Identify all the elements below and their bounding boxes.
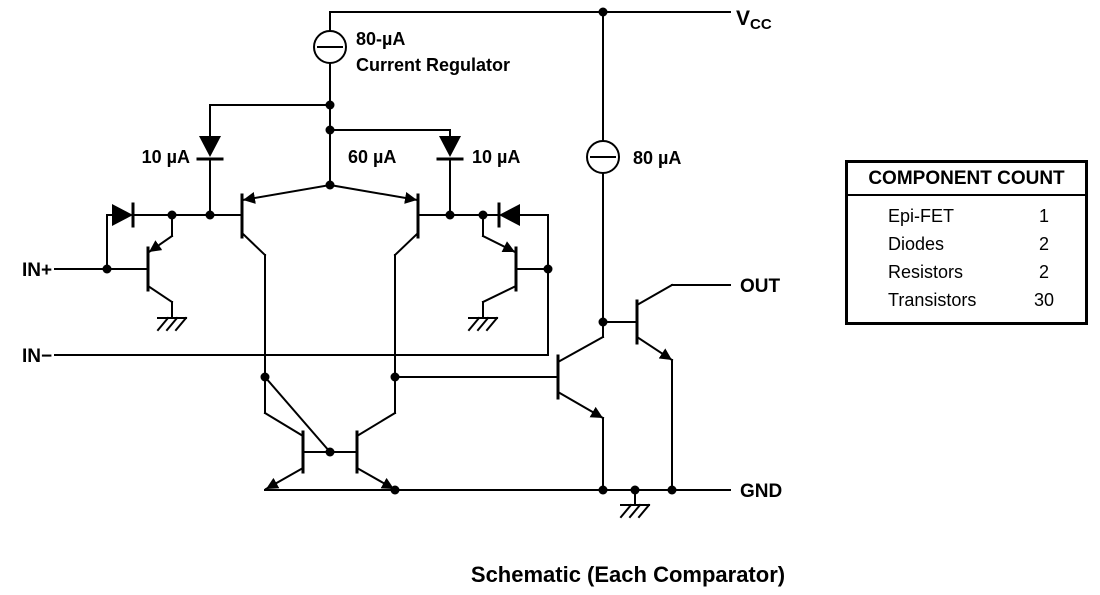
- table-row: Epi-FET 1: [848, 202, 1085, 230]
- bias-branch-wires: [132, 104, 549, 216]
- component-count-table: COMPONENT COUNT Epi-FET 1 Diodes 2 Resis…: [845, 160, 1088, 325]
- transistor-q6-mirror-right: [329, 411, 397, 491]
- mirror-base-collector-tie: [263, 375, 332, 454]
- row-label: Diodes: [888, 234, 945, 254]
- diode-10ua-right: [436, 136, 464, 161]
- caption: Schematic (Each Comparator): [471, 562, 785, 587]
- row-label: Resistors: [888, 262, 964, 282]
- transistor-q2-diff-left: [240, 183, 332, 414]
- current-source-80ua: [586, 11, 620, 338]
- transistor-q5-mirror-left: [263, 411, 331, 491]
- diode-right-current-label: 10 µA: [472, 147, 520, 167]
- ground-symbol-left: [156, 316, 188, 332]
- table-title: COMPONENT COUNT: [848, 163, 1085, 196]
- vcc-label: VCC: [736, 7, 772, 33]
- current-mirror: [263, 375, 397, 491]
- row-value: 1: [1038, 206, 1049, 226]
- in-minus-label: IN−: [22, 346, 52, 367]
- transistor-q4-input-minus: [481, 214, 549, 319]
- regulator-value-label: 80-µA: [356, 29, 405, 49]
- ground-symbol-right: [467, 316, 499, 332]
- output-source-current-label: 80 µA: [633, 148, 681, 168]
- clamp-diode-right: [497, 202, 549, 270]
- diode-10ua-left: [196, 136, 224, 161]
- in-minus-wire: [54, 268, 549, 356]
- table-row: Resistors 2: [848, 258, 1085, 286]
- tail-current-label: 60 µA: [348, 147, 396, 167]
- junction-dots: [102, 7, 677, 495]
- transistor-output-driver: [394, 335, 605, 491]
- out-label: OUT: [740, 276, 781, 297]
- regulator-name-label: Current Regulator: [356, 55, 510, 75]
- table-row: Transistors 30: [848, 286, 1085, 314]
- in-plus-label: IN+: [22, 260, 52, 281]
- transistor-output: [602, 283, 674, 491]
- gnd-label: GND: [740, 481, 782, 502]
- current-regulator-symbol: [313, 11, 347, 186]
- transistor-q1-input-plus: [146, 214, 174, 319]
- diode-left-current-label: 10 µA: [142, 147, 190, 167]
- row-label: Transistors: [888, 290, 977, 310]
- table-body: Epi-FET 1 Diodes 2 Resistors 2 Transisto…: [848, 196, 1085, 322]
- transistor-q3-diff-right: [328, 183, 420, 414]
- row-label: Epi-FET: [888, 206, 955, 226]
- row-value: 2: [1038, 234, 1049, 254]
- clamp-diode-left: [106, 202, 135, 270]
- row-value: 30: [1033, 290, 1055, 310]
- row-value: 2: [1038, 262, 1049, 282]
- ground-symbol-bottom: [619, 489, 651, 519]
- table-row: Diodes 2: [848, 230, 1085, 258]
